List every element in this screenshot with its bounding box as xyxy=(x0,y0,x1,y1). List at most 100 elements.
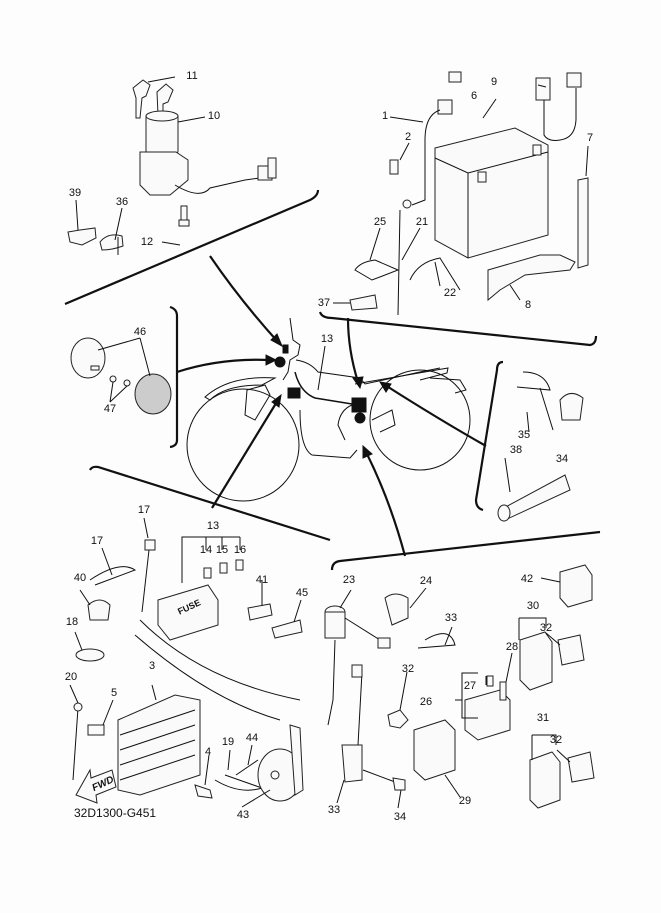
band-23 xyxy=(409,257,461,291)
callout-43: 40 xyxy=(73,572,87,584)
callout-35: 32 xyxy=(401,663,415,675)
reflector-rear xyxy=(134,373,172,415)
fuse-box xyxy=(157,584,219,641)
clamp-44 xyxy=(247,603,273,621)
callout-24: 23 xyxy=(342,574,356,586)
drawing-code: 32D1300-G451 xyxy=(74,806,157,820)
harness-node-head xyxy=(274,356,286,368)
key-2 xyxy=(156,83,174,116)
callout-15: 15 xyxy=(215,544,229,556)
callout-19: 18 xyxy=(65,616,79,628)
battery-bracket-8 xyxy=(487,254,576,302)
clamp-42 xyxy=(67,227,97,246)
callout-25: 24 xyxy=(419,575,433,587)
tube-41 xyxy=(499,474,571,521)
callout-47: 44 xyxy=(245,732,259,744)
clamp-39 xyxy=(99,234,124,251)
arrow-left-group xyxy=(211,399,279,509)
callout-48: 45 xyxy=(295,587,309,599)
callout-41: 38 xyxy=(509,444,523,456)
arrow-reflector xyxy=(176,358,271,374)
relay-31a xyxy=(519,631,553,691)
callout-17: 17 xyxy=(90,535,104,547)
fuse-16 xyxy=(235,559,244,571)
fuse-28 xyxy=(486,675,494,687)
callout-23: 22 xyxy=(443,287,457,299)
callout-12: 12 xyxy=(140,236,154,248)
arrow-head xyxy=(265,354,278,366)
arrow-ignition xyxy=(209,255,279,343)
bolt-29 xyxy=(499,681,507,701)
reflector-front xyxy=(70,337,106,379)
reflector-assembly xyxy=(70,337,172,415)
clamp-40 xyxy=(349,294,378,311)
callout-33: 33 xyxy=(327,804,341,816)
arrow-tail xyxy=(384,384,487,447)
band-36 xyxy=(417,633,456,649)
bolt-2 xyxy=(389,159,399,175)
clamp-19 xyxy=(75,648,105,662)
frame-line-top-right xyxy=(318,311,598,347)
callout-10: 10 xyxy=(207,110,221,122)
regulator-3 xyxy=(117,694,201,796)
frame-bracket-right xyxy=(474,360,504,512)
callout-30: 29 xyxy=(458,795,472,807)
callout-26: 25 xyxy=(373,216,387,228)
callout-34: 34 xyxy=(393,811,407,823)
key-1 xyxy=(132,79,151,119)
arrow-head xyxy=(271,393,282,408)
relay-group xyxy=(324,564,595,809)
ignition-switch-assembly xyxy=(67,79,277,251)
callout-4: 4 xyxy=(204,746,212,758)
terminal-cover-9 xyxy=(535,77,551,101)
cover-32a xyxy=(557,634,585,666)
callout-16: 16 xyxy=(233,544,247,556)
switch-25 xyxy=(384,593,409,626)
bolt-47 xyxy=(235,759,259,776)
callout-13-fuse: 13 xyxy=(206,520,220,532)
frame-line-mid-left xyxy=(89,465,331,542)
arrow-head xyxy=(362,444,373,459)
motorcycle-outline xyxy=(186,317,471,502)
callout-14: 14 xyxy=(199,544,213,556)
callout-13-bike: 13 xyxy=(320,333,334,345)
callout-45: 42 xyxy=(520,573,534,585)
callout-36: 33 xyxy=(444,612,458,624)
callout-38: 35 xyxy=(517,429,531,441)
battery-band-7 xyxy=(577,177,589,269)
arrow-right-group xyxy=(365,451,407,557)
callout-32b: 32 xyxy=(549,734,563,746)
battery-6 xyxy=(434,127,549,259)
band-20 xyxy=(214,774,264,791)
clip-35 xyxy=(387,709,409,729)
tie-21 xyxy=(72,707,79,781)
band-26 xyxy=(354,259,400,281)
clamp-43 xyxy=(87,599,111,621)
callout-27: 26 xyxy=(419,696,433,708)
callout-50: 47 xyxy=(103,403,117,415)
relay-31b xyxy=(529,751,561,809)
callout-7: 7 xyxy=(586,132,594,144)
cover-32b xyxy=(567,751,595,783)
callout-3: 3 xyxy=(148,660,156,672)
callout-8: 8 xyxy=(524,299,532,311)
clamp-48 xyxy=(271,619,303,639)
callout-46: 43 xyxy=(236,809,250,821)
nut-50b xyxy=(123,379,131,387)
frame-line-top-left xyxy=(64,189,320,306)
bolt-4 xyxy=(194,784,213,799)
callout-9: 9 xyxy=(490,76,498,88)
battery-lead-connector xyxy=(437,99,453,115)
tie-22 xyxy=(397,209,401,316)
harness-block-front xyxy=(287,387,301,399)
fwd-arrow: FWD xyxy=(75,768,117,804)
callout-6: 6 xyxy=(470,90,478,102)
callout-18: 17 xyxy=(137,504,151,516)
callout-1: 1 xyxy=(381,110,389,122)
screw-34 xyxy=(392,777,406,791)
fuse-15 xyxy=(219,562,228,574)
flasher-45 xyxy=(559,564,593,608)
callout-37: 34 xyxy=(555,453,569,465)
